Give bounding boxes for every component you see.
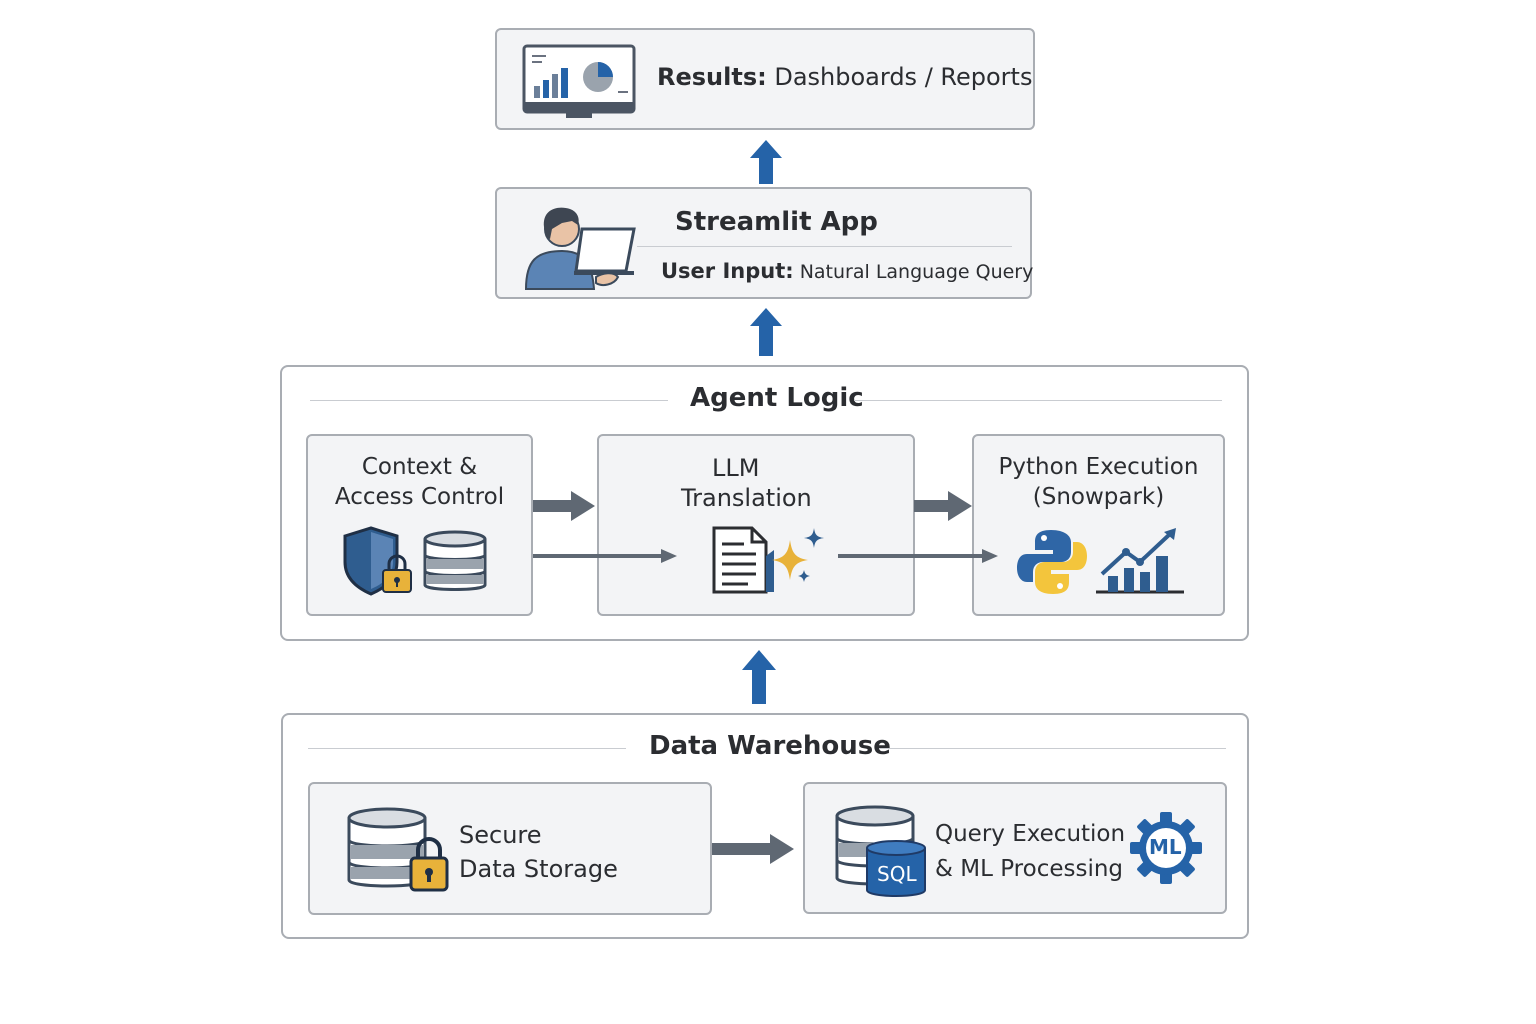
streamlit-input-rest: Natural Language Query: [793, 261, 1034, 283]
arrow-context-to-llm-thin: [533, 549, 677, 563]
results-label: Results: Dashboards / Reports: [657, 63, 1032, 91]
streamlit-input-bold: User Input:: [661, 259, 794, 283]
secure-storage-box: Secure Data Storage: [308, 782, 712, 915]
llm-line1: LLM: [712, 454, 760, 482]
llm-line2: Translation: [681, 484, 812, 512]
document-sparkle-icon: [712, 526, 824, 594]
ml-label: ML: [1149, 835, 1182, 859]
sql-database-icon: [835, 805, 926, 897]
arrow-llm-to-python-thin: [838, 549, 998, 563]
user-laptop-icon: [524, 207, 636, 290]
context-line2: Access Control: [334, 484, 505, 510]
storage-line2: Data Storage: [459, 855, 618, 883]
agent-logic-rule-left: [310, 400, 668, 401]
data-warehouse-rule-right: [879, 748, 1226, 749]
llm-translation-box: LLM Translation: [597, 434, 915, 616]
streamlit-title: Streamlit App: [675, 207, 878, 237]
database-lock-icon: [347, 807, 449, 892]
python-line1: Python Execution: [998, 454, 1199, 480]
python-logo-icon: [1017, 530, 1087, 594]
arrow-storage-to-query: [712, 834, 794, 864]
streamlit-app-box: Streamlit App User Input: Natural Langua…: [495, 187, 1033, 299]
context-line1: Context &: [361, 454, 478, 480]
agent-logic-rule-right: [854, 400, 1222, 401]
data-warehouse-rule-left: [308, 748, 626, 749]
streamlit-divider: [637, 246, 1012, 247]
agent-logic-title: Agent Logic: [690, 383, 864, 413]
query-ml-box: SQL Query Execution & ML Processing ML: [803, 782, 1227, 914]
database-icon: [423, 530, 487, 591]
arrow-warehouse-to-agent: [742, 650, 776, 704]
results-box: Results: Dashboards / Reports: [495, 28, 1035, 130]
python-execution-box: Python Execution (Snowpark): [972, 434, 1225, 616]
data-warehouse-group: Data Warehouse Secure Data Storage: [281, 713, 1249, 939]
data-warehouse-title: Data Warehouse: [649, 731, 891, 761]
shield-lock-icon: [343, 526, 412, 596]
results-label-bold: Results:: [657, 63, 767, 91]
growth-chart-icon: [1096, 528, 1184, 594]
query-line2: & ML Processing: [935, 856, 1124, 882]
sql-label: SQL: [877, 862, 917, 886]
python-line2: (Snowpark): [1032, 484, 1165, 510]
dashboard-monitor-icon: [522, 44, 636, 118]
storage-line1: Secure: [459, 821, 542, 849]
arrow-agent-to-streamlit: [750, 308, 782, 356]
streamlit-input: User Input: Natural Language Query: [661, 259, 1033, 283]
results-label-rest: Dashboards / Reports: [766, 63, 1033, 91]
arrow-streamlit-to-results: [750, 140, 782, 184]
arrow-context-to-llm-thick: [533, 491, 595, 521]
agent-logic-group: Agent Logic Context & Access Control: [280, 365, 1249, 641]
context-access-box: Context & Access Control: [306, 434, 533, 616]
arrow-llm-to-python-thick: [914, 491, 972, 521]
query-line1: Query Execution: [935, 821, 1126, 847]
ml-gear-icon: [1130, 812, 1202, 884]
